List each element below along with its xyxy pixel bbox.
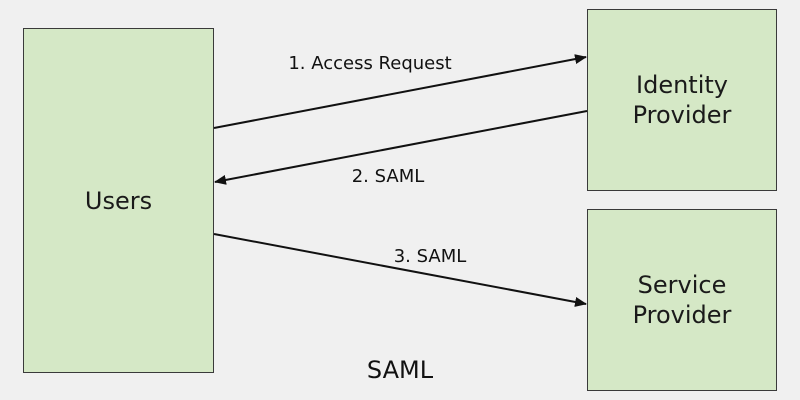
service-provider-node-label: Service Provider [632,271,732,329]
saml-response-arrow [214,110,588,185]
users-node-label: Users [84,186,153,215]
access-request-arrow [213,54,587,129]
saml-assertion-label: 3. SAML [394,246,467,267]
users-node: Users [23,28,214,373]
access-request-label: 1. Access Request [288,53,451,74]
diagram-caption: SAML [366,356,434,384]
saml-response-label: 2. SAML [352,166,425,187]
saml-assertion-arrow [213,233,587,307]
service-provider-node: Service Provider [587,209,777,391]
identity-provider-node-label: Identity Provider [632,71,732,129]
identity-provider-node: Identity Provider [587,9,777,191]
